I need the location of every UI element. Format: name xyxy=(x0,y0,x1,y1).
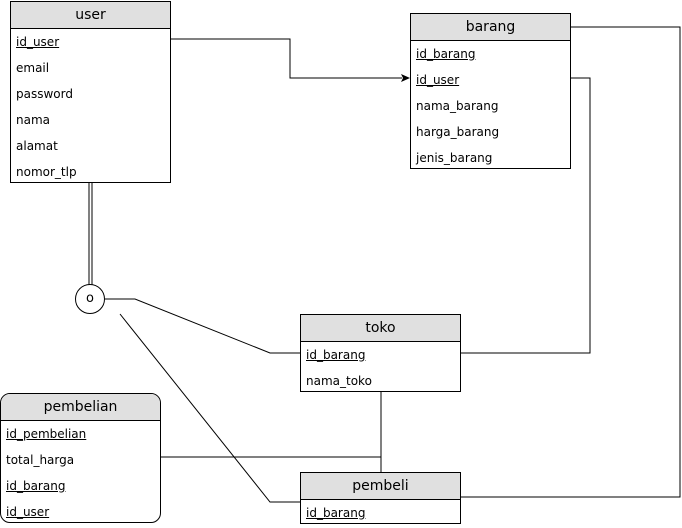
attr-user-alamat: alamat xyxy=(16,139,58,153)
attr-user-password: password xyxy=(16,87,73,101)
entity-user-title: user xyxy=(11,2,170,29)
attr-barang-id_barang: id_barang xyxy=(416,47,476,61)
attr-barang-harga_barang: harga_barang xyxy=(416,125,500,139)
attr-barang-nama_barang: nama_barang xyxy=(416,99,499,113)
connector-circle-to-pembeli xyxy=(119,313,301,503)
attr-user-nomor_tlp: nomor_tlp xyxy=(16,165,77,179)
attr-toko-nama_toko: nama_toko xyxy=(306,374,372,388)
entity-toko-title: toko xyxy=(301,315,460,342)
attr-pembelian-id_user: id_user xyxy=(6,505,50,519)
relationship-circle[interactable]: o xyxy=(75,284,105,314)
connector-barang-to-toko xyxy=(461,77,591,354)
entity-pembelian[interactable]: pembelian id_pembelian total_harga id_ba… xyxy=(0,393,161,523)
attr-pembelian-id_pembelian: id_pembelian xyxy=(6,427,87,441)
connector-barang-to-pembeli xyxy=(461,26,681,498)
entity-pembeli[interactable]: pembeli id_barang xyxy=(300,472,461,524)
entity-barang-title: barang xyxy=(411,14,570,41)
attr-user-nama: nama xyxy=(16,113,51,127)
attr-toko-id_barang: id_barang xyxy=(306,348,366,362)
connector-circle-to-toko xyxy=(105,298,301,354)
attr-pembeli-id_barang: id_barang xyxy=(306,506,366,520)
entity-pembeli-title: pembeli xyxy=(301,473,460,500)
entity-pembelian-title: pembelian xyxy=(1,394,160,421)
attr-barang-id_user: id_user xyxy=(416,73,460,87)
attr-barang-jenis_barang: jenis_barang xyxy=(416,151,493,165)
entity-toko[interactable]: toko id_barang nama_toko xyxy=(300,314,461,392)
attr-pembelian-id_barang: id_barang xyxy=(6,479,66,493)
connector-user-to-barang xyxy=(171,38,402,79)
arrowhead-barang xyxy=(401,74,410,82)
attr-user-email: email xyxy=(16,61,50,75)
attr-pembelian-total_harga: total_harga xyxy=(6,453,75,467)
attr-user-id_user: id_user xyxy=(16,35,60,49)
entity-barang[interactable]: barang id_barang id_user nama_barang har… xyxy=(410,13,571,169)
entity-user[interactable]: user id_user email password nama alamat … xyxy=(10,1,171,183)
